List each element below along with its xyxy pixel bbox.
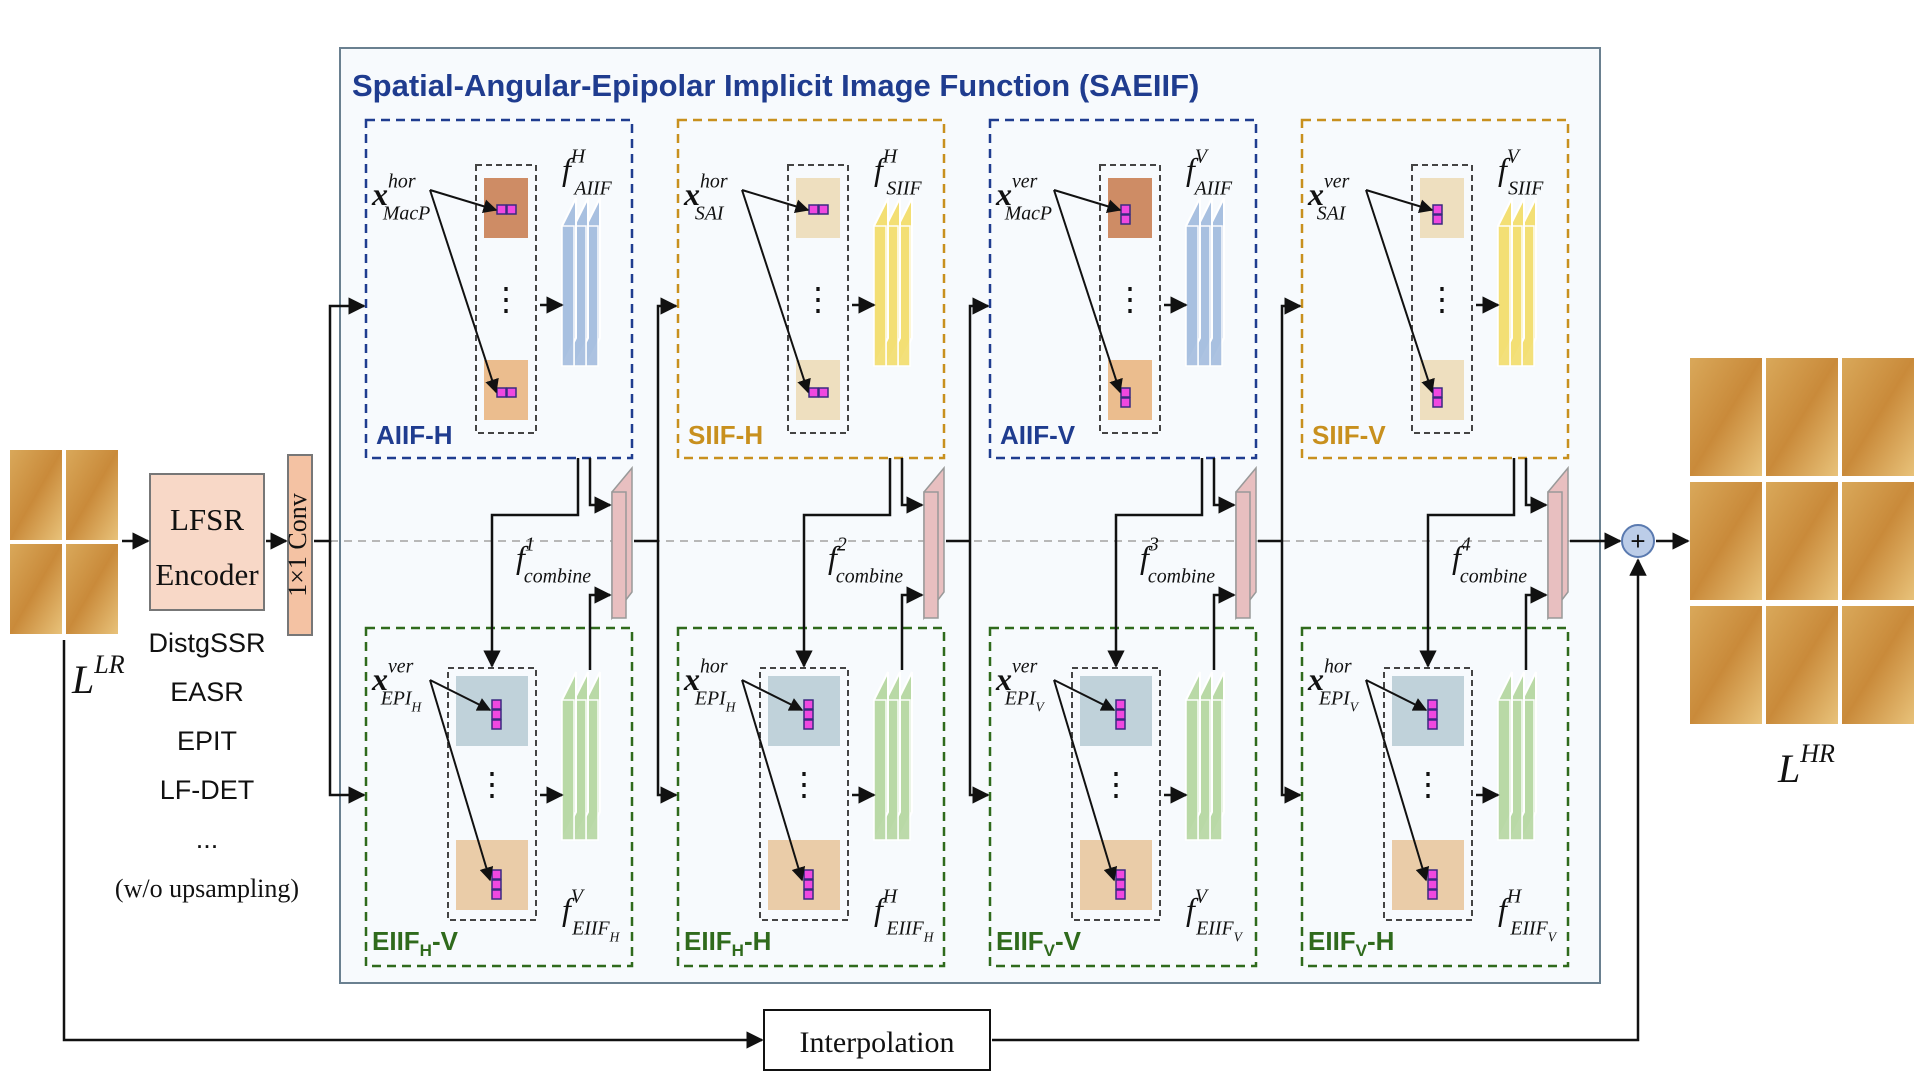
feature-stack	[873, 197, 913, 367]
lr-input-label: LLR	[71, 650, 125, 702]
module-name: EIIFV-H	[1308, 926, 1394, 960]
ellipsis: ⋮	[802, 281, 834, 317]
sum-node	[1621, 524, 1655, 558]
module-name: EIIFV-V	[996, 926, 1082, 960]
sample-group-box	[1411, 164, 1473, 434]
encoder-example-3: LF-DET	[160, 775, 255, 805]
data-flow-arrows	[62, 297, 1690, 1049]
feature-stack	[1185, 197, 1225, 367]
sample-group-box	[1099, 164, 1161, 434]
module-name: AIIF-V	[1000, 420, 1076, 450]
hr-view-1-0	[1690, 482, 1762, 600]
conv-1x1-label: 1×1 Conv	[283, 493, 312, 597]
feature-stack	[561, 197, 601, 367]
sum-symbol: +	[1630, 526, 1645, 556]
encoder-example-5: (w/o upsampling)	[115, 874, 299, 903]
ellipsis: ⋮	[490, 281, 522, 317]
sample-group-box	[447, 667, 537, 921]
sample-group-box	[787, 164, 849, 434]
hr-view-0-1	[1766, 358, 1838, 476]
encoder-examples-list: DistgSSR EASR EPIT LF-DET... (w/o upsampling…	[115, 628, 299, 903]
feature-stack	[873, 671, 913, 841]
hr-output-images	[1690, 358, 1914, 724]
encoder-example-1: EASR	[170, 677, 244, 707]
sample-group-box	[759, 667, 849, 921]
feature-stack	[1497, 197, 1537, 367]
lr-input-images	[10, 450, 118, 634]
ellipsis: ⋮	[1100, 766, 1132, 802]
module-name: SIIF-H	[688, 420, 763, 450]
hr-output-label: LHR	[1777, 739, 1835, 791]
ellipsis: ⋮	[788, 766, 820, 802]
ellipsis: ⋮	[1114, 281, 1146, 317]
hr-view-2-0	[1690, 606, 1762, 724]
encoder-label-line2: Encoder	[155, 557, 259, 592]
hr-view-1-2	[1842, 482, 1914, 600]
hr-view-1-1	[1766, 482, 1838, 600]
ellipsis: ⋮	[1412, 766, 1444, 802]
lfsr-encoder-box	[149, 473, 265, 611]
feature-stack	[561, 671, 601, 841]
module-name: EIIFH-V	[372, 926, 459, 960]
sample-group-box	[1383, 667, 1473, 921]
encoder-example-4: ...	[196, 824, 219, 854]
module-name: SIIF-V	[1312, 420, 1386, 450]
encoder-label-line1: LFSR	[170, 502, 244, 537]
module-name: AIIF-H	[376, 420, 453, 450]
sample-group-box	[475, 164, 537, 434]
feature-stack	[1497, 671, 1537, 841]
encoder-example-0: DistgSSR	[148, 628, 265, 658]
module-name: EIIFH-H	[684, 926, 771, 960]
ellipsis: ⋮	[476, 766, 508, 802]
interpolation-box	[763, 1009, 991, 1071]
saeiif-title: Spatial-Angular-Epipolar Implicit Image …	[352, 68, 1199, 103]
feature-stack	[1185, 671, 1225, 841]
hr-view-0-2	[1842, 358, 1914, 476]
sample-group-box	[1071, 667, 1161, 921]
encoder-example-2: EPIT	[177, 726, 237, 756]
interpolation-label: Interpolation	[800, 1026, 955, 1059]
conv-1x1-box	[287, 454, 313, 636]
hr-view-0-0	[1690, 358, 1762, 476]
ellipsis: ⋮	[1426, 281, 1458, 317]
hr-view-2-2	[1842, 606, 1914, 724]
hr-view-2-1	[1766, 606, 1838, 724]
